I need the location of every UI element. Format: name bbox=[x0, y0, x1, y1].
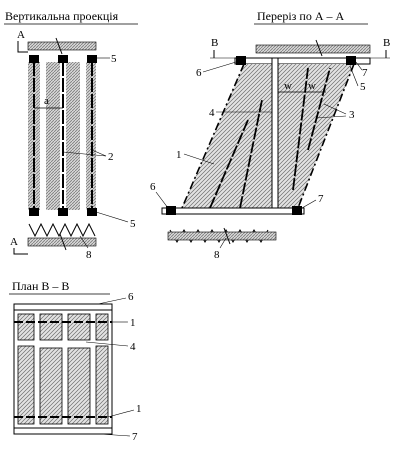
plan-top-plate bbox=[13, 303, 113, 311]
section-a-a: Переріз по А – А В В w w bbox=[150, 9, 390, 261]
section-arrow-a-bottom bbox=[13, 248, 28, 255]
break-mark-top bbox=[55, 37, 63, 55]
bottom-slab bbox=[167, 231, 277, 241]
plan-leader-4 bbox=[85, 341, 129, 347]
label-3: 3 bbox=[349, 109, 355, 121]
leader-1 bbox=[183, 153, 215, 165]
label-5-bottom: 5 bbox=[130, 218, 136, 230]
leader-5-bottom bbox=[95, 211, 129, 223]
plan-cell bbox=[95, 313, 109, 341]
plan-cell bbox=[39, 313, 63, 341]
plan-cell bbox=[67, 347, 91, 425]
end-plate bbox=[87, 55, 97, 63]
top-slab bbox=[27, 41, 97, 51]
label-w-2: w bbox=[308, 80, 316, 92]
plan-cell bbox=[39, 347, 63, 425]
end-plate bbox=[166, 206, 176, 215]
rebar bbox=[307, 67, 331, 151]
leader-6-top bbox=[202, 61, 237, 73]
plan-cell bbox=[95, 345, 109, 425]
leader-2 bbox=[62, 151, 107, 157]
rebar bbox=[239, 99, 263, 209]
break-mark-top bbox=[315, 39, 323, 57]
rebar bbox=[209, 119, 249, 209]
leader-2 bbox=[91, 149, 107, 157]
leader-8 bbox=[219, 237, 227, 249]
column-panel bbox=[46, 62, 60, 210]
rebar bbox=[292, 67, 309, 191]
top-slab bbox=[255, 44, 371, 54]
edge-1 bbox=[181, 63, 245, 209]
plan-leader-6 bbox=[97, 297, 127, 305]
plan-label-7: 7 bbox=[132, 431, 138, 443]
label-1: 1 bbox=[176, 149, 182, 161]
plan-b-b: План В – В 6 1 4 1 7 bbox=[9, 279, 142, 443]
label-7-top: 7 bbox=[362, 67, 368, 79]
end-plate bbox=[236, 56, 246, 65]
label-6-bottom: 6 bbox=[150, 181, 156, 193]
break-mark-bottom bbox=[223, 227, 231, 245]
vertical-projection: Вертикальна проекція А a 2 bbox=[4, 9, 138, 261]
section-mark-a-top: А bbox=[17, 29, 25, 41]
vertical-post bbox=[271, 57, 279, 215]
plan-label-6: 6 bbox=[128, 291, 134, 303]
plan-leader-7 bbox=[99, 433, 131, 437]
zigzag-connector bbox=[28, 222, 96, 238]
label-8: 8 bbox=[214, 249, 220, 261]
leader-8 bbox=[79, 235, 89, 249]
label-7-bottom: 7 bbox=[318, 193, 324, 205]
plan-bottom-plate bbox=[13, 427, 113, 435]
edge-right bbox=[297, 63, 355, 209]
leader-7-bottom bbox=[301, 199, 317, 209]
leader-5 bbox=[349, 65, 359, 87]
leader-3 bbox=[323, 103, 347, 115]
plan-label-1-bottom: 1 bbox=[136, 403, 142, 415]
label-a: a bbox=[44, 95, 49, 107]
plan-title: План В – В bbox=[12, 279, 69, 293]
end-plate bbox=[58, 55, 68, 63]
plan-label-1-top: 1 bbox=[130, 317, 136, 329]
end-plate bbox=[29, 208, 39, 216]
label-2: 2 bbox=[108, 151, 114, 163]
plan-cell bbox=[17, 345, 35, 425]
plan-label-4: 4 bbox=[130, 341, 136, 353]
label-4: 4 bbox=[209, 107, 215, 119]
column-panel bbox=[66, 62, 80, 210]
end-plate bbox=[346, 56, 356, 65]
leader-3 bbox=[315, 115, 347, 119]
end-plate bbox=[29, 55, 39, 63]
end-plate bbox=[292, 206, 302, 215]
label-8: 8 bbox=[86, 249, 92, 261]
label-w-1: w bbox=[284, 80, 292, 92]
section-mark-b-left: В bbox=[211, 37, 218, 49]
section-title: Переріз по А – А bbox=[257, 9, 344, 23]
label-5: 5 bbox=[360, 81, 366, 93]
label-5-top: 5 bbox=[111, 53, 117, 65]
section-mark-b-right: В bbox=[383, 37, 390, 49]
label-6-top: 6 bbox=[196, 67, 202, 79]
section-arrow-a-top bbox=[17, 41, 28, 53]
leader-7-top bbox=[355, 61, 363, 71]
leader-6-bottom bbox=[155, 191, 169, 209]
break-mark-bottom bbox=[59, 233, 67, 251]
plan-cell bbox=[17, 313, 35, 341]
end-plate bbox=[58, 208, 68, 216]
vertical-projection-title: Вертикальна проекція bbox=[5, 9, 119, 23]
end-plate bbox=[87, 208, 97, 216]
inclined-element-right bbox=[278, 64, 354, 208]
plan-leader-1-bottom bbox=[107, 409, 135, 418]
plan-cell bbox=[67, 313, 91, 341]
section-mark-a-bottom: А bbox=[10, 236, 18, 248]
inclined-element-left bbox=[182, 64, 272, 208]
bottom-plate bbox=[161, 207, 305, 215]
